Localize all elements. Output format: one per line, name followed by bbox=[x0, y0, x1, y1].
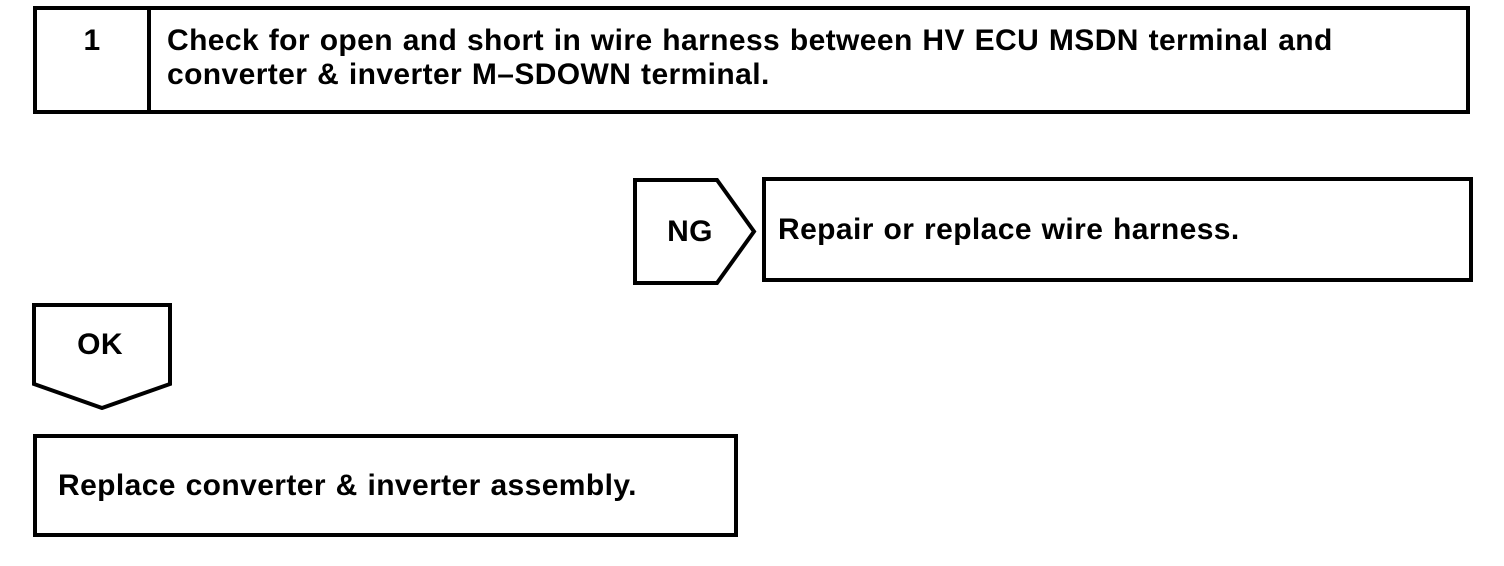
ng-arrow-polygon bbox=[633, 178, 757, 285]
step-instruction-line-1: Check for open and short in wire harness… bbox=[167, 24, 1333, 57]
step-instruction: Check for open and short in wire harness… bbox=[151, 10, 1466, 110]
ok-action-text: Replace converter & inverter assembly. bbox=[58, 468, 637, 502]
ng-connector: NG bbox=[633, 178, 757, 285]
ok-label: OK bbox=[77, 327, 123, 361]
ng-label: NG bbox=[667, 214, 713, 248]
ok-connector: OK bbox=[32, 303, 172, 410]
ng-arrow-shape bbox=[633, 178, 757, 285]
ok-arrow-shape bbox=[32, 303, 172, 410]
ng-action-box: Repair or replace wire harness. bbox=[762, 177, 1473, 282]
step-number: 1 bbox=[37, 10, 151, 110]
ok-arrow-polygon bbox=[32, 303, 172, 410]
step-instruction-line-2: converter & inverter M–SDOWN terminal. bbox=[167, 58, 770, 91]
ok-action-box: Replace converter & inverter assembly. bbox=[33, 434, 738, 537]
step-box: 1 Check for open and short in wire harne… bbox=[33, 6, 1470, 114]
ng-action-text: Repair or replace wire harness. bbox=[778, 212, 1240, 246]
